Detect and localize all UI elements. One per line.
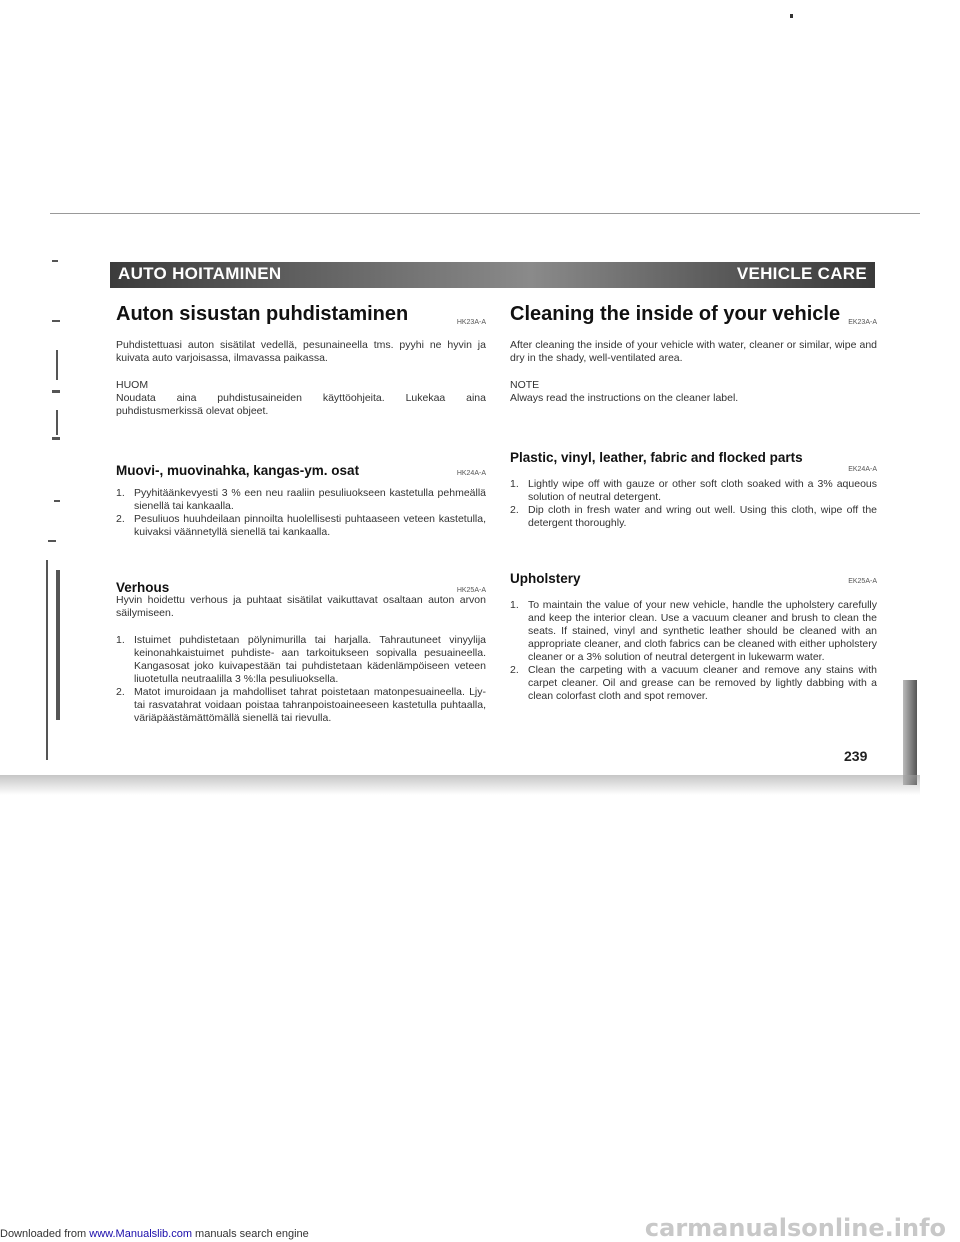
right-note-text: Always read the instructions on the clea…: [510, 392, 739, 404]
left-title-code: HK23A-A: [456, 319, 486, 326]
right-section2-title: Upholstery EK25A-A: [510, 571, 877, 586]
page-edge-marks: [0, 230, 60, 790]
top-rule-divider: [50, 213, 920, 214]
list-item: 1.Pyyhitäänkevyesti 3 % een neu raaliin …: [116, 487, 486, 512]
right-section2-code: EK25A-A: [848, 578, 877, 585]
left-note-text: Noudata aina puhdistusaineiden käyttöohj…: [116, 392, 486, 417]
list-item: 1.Istuimet puhdistetaan pölynimurilla ta…: [116, 634, 486, 685]
right-intro: After cleaning the inside of your vehicl…: [510, 339, 877, 364]
left-note-label: HUOM: [116, 379, 149, 391]
manualslib-link[interactable]: www.Manualslib.com: [89, 1228, 192, 1240]
left-section1-title: Muovi-, muovinahka, kangas-ym. osat HK24…: [116, 463, 486, 478]
left-intro: Puhdistettuasi auton sisätilat vedellä, …: [116, 339, 486, 364]
english-column: Cleaning the inside of your vehicle EK23…: [510, 300, 877, 703]
list-item: 2.Dip cloth in fresh water and wring out…: [510, 504, 877, 529]
footer-prefix: Downloaded from: [0, 1228, 90, 1240]
right-note-label: NOTE: [510, 379, 540, 391]
right-title-code: EK23A-A: [848, 319, 877, 326]
finnish-column: Auton sisustan puhdistaminen HK23A-A Puh…: [116, 300, 486, 725]
page-number: 239: [844, 748, 868, 764]
left-section2-title: Verhous HK25A-A: [116, 580, 486, 595]
list-item: 1.Lightly wipe off with gauze or other s…: [510, 478, 877, 503]
list-item: 1.To maintain the value of your new vehi…: [510, 599, 877, 663]
left-section2-intro: Hyvin hoidettu verhous ja puhtaat sisäti…: [116, 594, 486, 619]
list-item: 2.Clean the carpeting with a vacuum clea…: [510, 664, 877, 702]
left-page-title: Auton sisustan puhdistaminen HK23A-A: [116, 304, 486, 326]
list-item: 2.Pesuliuos huuhdeilaan pinnoilta huolel…: [116, 513, 486, 538]
footer-suffix: manuals search engine: [191, 1228, 309, 1240]
list-item: 2.Matot imuroidaan ja mahdolliset tahrat…: [116, 686, 486, 724]
left-section2-code: HK25A-A: [456, 587, 486, 594]
scan-bottom-shadow: [0, 775, 920, 795]
download-footer: Downloaded from www.Manualslib.com manua…: [0, 1228, 960, 1240]
header-right-title: VEHICLE CARE: [736, 264, 867, 283]
speck-mark: [790, 14, 793, 18]
left-section1-list: 1.Pyyhitäänkevyesti 3 % een neu raaliin …: [116, 487, 486, 539]
header-left-title: AUTO HOITAMINEN: [118, 264, 282, 283]
section-header-band: AUTO HOITAMINEN VEHICLE CARE: [110, 262, 875, 288]
left-section1-code: HK24A-A: [456, 470, 486, 477]
right-section2-list: 1.To maintain the value of your new vehi…: [510, 599, 877, 703]
right-section1-list: 1.Lightly wipe off with gauze or other s…: [510, 478, 877, 530]
watermark-logo: carmanualsonline.info: [644, 1214, 946, 1242]
right-page-title: Cleaning the inside of your vehicle EK23…: [510, 304, 877, 326]
right-section1-code: EK24A-A: [848, 466, 877, 473]
scan-edge-shadow: [903, 680, 917, 785]
left-section2-list: 1.Istuimet puhdistetaan pölynimurilla ta…: [116, 634, 486, 725]
right-section1-title: Plastic, vinyl, leather, fabric and floc…: [510, 450, 803, 465]
